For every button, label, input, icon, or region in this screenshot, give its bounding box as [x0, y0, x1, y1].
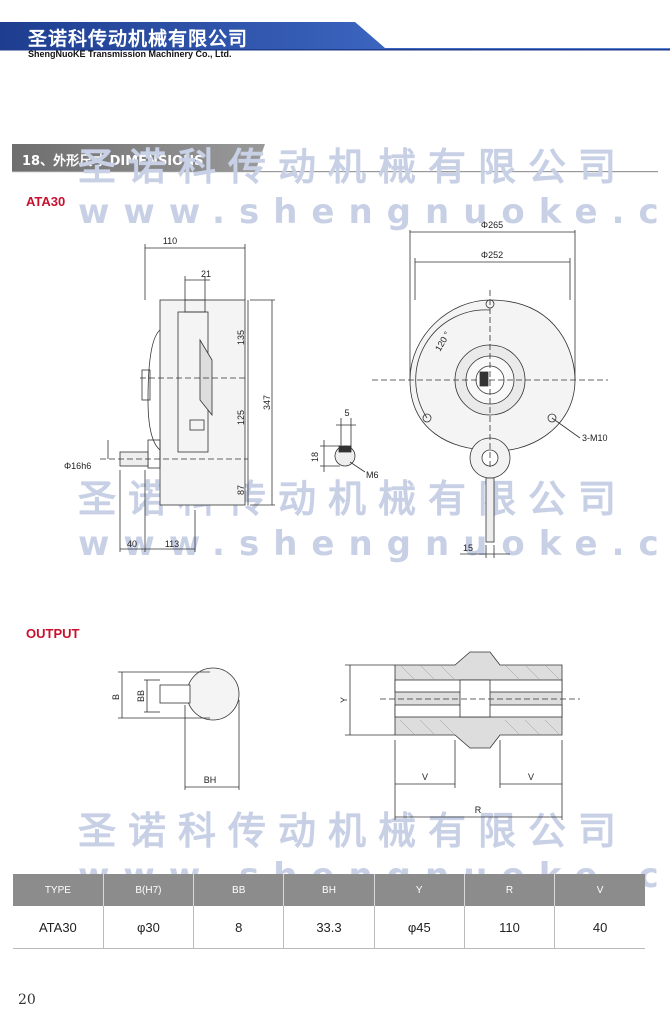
- table-cell: ATA30: [13, 906, 104, 949]
- dim-bh: BH: [204, 775, 217, 785]
- dim-b: B: [111, 694, 121, 700]
- section-bar: [12, 144, 658, 173]
- company-name-en: ShengNuoKE Transmission Machinery Co., L…: [28, 49, 232, 59]
- output-section-view: Y V V R: [339, 651, 580, 820]
- dim-113: 113: [165, 539, 179, 549]
- ata30-key-detail: 5 18 M6: [310, 408, 379, 480]
- col-header: R: [464, 874, 556, 906]
- ata30-front-view: Φ265 Φ252 120 ° 3-M10 15: [372, 220, 608, 558]
- dim-y: Y: [339, 697, 349, 703]
- header-banner: [0, 22, 670, 51]
- dim-m6: M6: [366, 470, 379, 480]
- col-header: B(H7): [103, 874, 195, 906]
- col-header: Y: [374, 874, 465, 906]
- dim-phi252: Φ252: [481, 250, 503, 260]
- col-header: BB: [193, 874, 285, 906]
- watermark-url: www.shengnuoke.com: [78, 524, 670, 564]
- table-cell: 110: [464, 906, 556, 949]
- dim-40: 40: [127, 539, 137, 549]
- table-row: ATA30 φ30 8 33.3 φ45 110 40: [13, 906, 645, 949]
- col-header: TYPE: [13, 874, 104, 906]
- table-cell: 40: [554, 906, 645, 949]
- section-title: 18、外形尺寸 DIMENSIONS: [22, 154, 204, 169]
- dim-m10: 3-M10: [582, 433, 608, 443]
- dim-15: 15: [463, 543, 473, 553]
- spec-table: TYPE B(H7) BB BH Y R V ATA30 φ30 8 33.3 …: [13, 874, 645, 949]
- dim-125: 125: [236, 410, 246, 425]
- dim-v-left: V: [422, 772, 428, 782]
- watermark-cn: 圣诺科传动机械有限公司: [78, 145, 629, 189]
- dim-phi265: Φ265: [481, 220, 503, 230]
- table-cell: φ45: [374, 906, 465, 949]
- dim-347: 347: [262, 395, 272, 410]
- table-header-row: TYPE B(H7) BB BH Y R V: [13, 874, 645, 906]
- col-header: V: [554, 874, 645, 906]
- output-shaft-end: B BB BH: [111, 667, 240, 790]
- table-cell: 33.3: [283, 906, 375, 949]
- dim-110: 110: [163, 236, 177, 246]
- page-number: 20: [18, 992, 36, 1008]
- watermark-cn: 圣诺科传动机械有限公司: [78, 809, 629, 853]
- company-name-cn: 圣诺科传动机械有限公司: [28, 28, 249, 50]
- dim-21: 21: [201, 269, 211, 279]
- drawing-label-output: OUTPUT: [26, 626, 80, 641]
- drawing-label-ata30: ATA30: [26, 194, 66, 209]
- dim-135: 135: [236, 330, 246, 345]
- dim-5: 5: [344, 408, 349, 418]
- dim-v-right: V: [528, 772, 534, 782]
- dim-shaft: Φ16h6: [64, 461, 91, 471]
- dim-bb: BB: [136, 690, 146, 702]
- dim-87: 87: [236, 485, 246, 495]
- table-cell: φ30: [103, 906, 195, 949]
- dim-r: R: [475, 805, 482, 815]
- table-cell: 8: [193, 906, 285, 949]
- watermark-url: www.shengnuoke.com: [78, 192, 670, 232]
- dim-18: 18: [310, 452, 320, 462]
- col-header: BH: [283, 874, 375, 906]
- ata30-side-view: 110 21 135 125 347 87 40 113 Φ16h6: [64, 236, 275, 552]
